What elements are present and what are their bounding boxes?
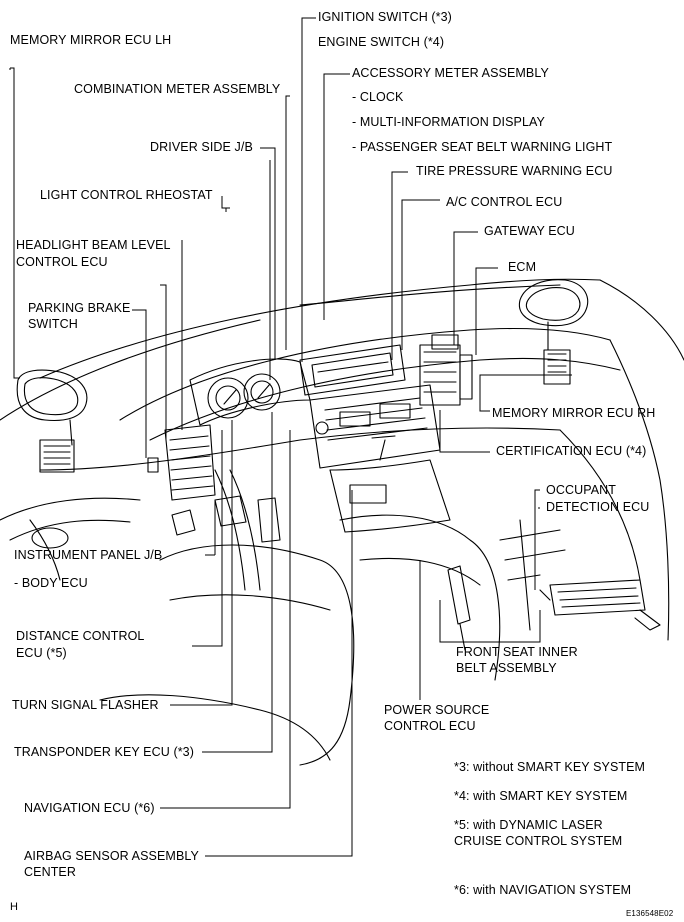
label-combination-meter: COMBINATION METER ASSEMBLY (74, 82, 281, 96)
note-4: *4: with SMART KEY SYSTEM (454, 789, 628, 803)
label-parking-brake-1: PARKING BRAKE (28, 301, 131, 315)
corner-letter: H (10, 901, 19, 913)
label-headlight-beam-1: HEADLIGHT BEAM LEVEL (16, 238, 171, 252)
label-front-seat-1: FRONT SEAT INNER (456, 645, 578, 659)
label-transponder: TRANSPONDER KEY ECU (*3) (14, 745, 194, 759)
label-occupant-2: DETECTION ECU (546, 500, 650, 514)
label-driver-side-jb: DRIVER SIDE J/B (150, 140, 253, 154)
label-ac-control: A/C CONTROL ECU (446, 195, 563, 209)
figure-code: E136548E02 (626, 909, 674, 918)
label-parking-brake-2: SWITCH (28, 317, 78, 331)
label-distance-control-1: DISTANCE CONTROL (16, 629, 145, 643)
note-5a: *5: with DYNAMIC LASER (454, 818, 603, 832)
label-turn-signal: TURN SIGNAL FLASHER (12, 698, 159, 712)
label-clock: - CLOCK (352, 90, 404, 104)
label-power-source-1: POWER SOURCE (384, 703, 490, 717)
label-power-source-2: CONTROL ECU (384, 719, 476, 733)
label-ignition-switch: IGNITION SWITCH (*3) (318, 10, 452, 24)
label-airbag-2: CENTER (24, 865, 76, 879)
label-instrument-panel-jb: INSTRUMENT PANEL J/B (14, 548, 163, 562)
label-multi-info-display: - MULTI-INFORMATION DISPLAY (352, 115, 545, 129)
label-engine-switch: ENGINE SWITCH (*4) (318, 35, 445, 49)
note-3: *3: without SMART KEY SYSTEM (454, 760, 646, 774)
label-passenger-seat-belt: - PASSENGER SEAT BELT WARNING LIGHT (352, 140, 613, 154)
label-memory-mirror-lh: MEMORY MIRROR ECU LH (10, 33, 172, 47)
label-tire-pressure: TIRE PRESSURE WARNING ECU (416, 164, 613, 178)
label-occupant-1: OCCUPANT (546, 483, 617, 497)
label-certification: CERTIFICATION ECU (*4) (496, 444, 647, 458)
label-front-seat-2: BELT ASSEMBLY (456, 661, 557, 675)
label-light-rheostat: LIGHT CONTROL RHEOSTAT (40, 188, 213, 202)
note-5b: CRUISE CONTROL SYSTEM (454, 834, 623, 848)
label-accessory-meter: ACCESSORY METER ASSEMBLY (352, 66, 549, 80)
label-airbag-1: AIRBAG SENSOR ASSEMBLY (24, 849, 199, 863)
label-gateway: GATEWAY ECU (484, 224, 575, 238)
label-headlight-beam-2: CONTROL ECU (16, 255, 108, 269)
label-distance-control-2: ECU (*5) (16, 646, 67, 660)
label-body-ecu: - BODY ECU (14, 576, 88, 590)
label-ecm: ECM (508, 260, 537, 274)
note-6: *6: with NAVIGATION SYSTEM (454, 883, 632, 897)
label-navigation: NAVIGATION ECU (*6) (24, 801, 155, 815)
label-memory-mirror-rh: MEMORY MIRROR ECU RH (492, 406, 656, 420)
